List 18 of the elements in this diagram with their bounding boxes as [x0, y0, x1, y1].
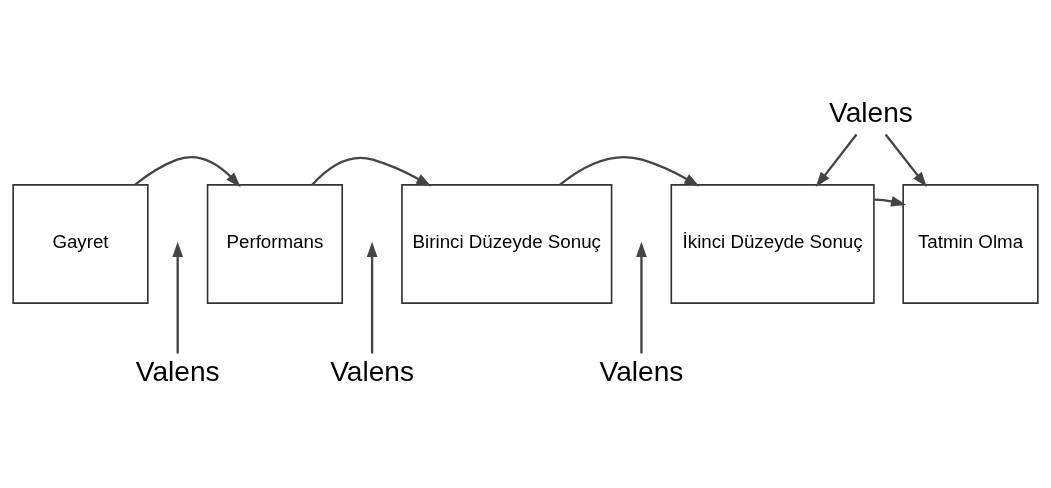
node-text: Valens — [330, 355, 414, 387]
node-box: Performans — [206, 184, 344, 304]
arrow — [172, 241, 183, 354]
node-box: Gayret — [12, 184, 149, 304]
node-text: Valens — [599, 355, 684, 387]
arrow — [366, 241, 378, 354]
arrow — [311, 156, 432, 187]
arrow — [559, 156, 700, 187]
arrow — [874, 196, 907, 207]
node-text: Valens — [829, 96, 913, 128]
arrow — [636, 241, 647, 354]
arrow — [815, 133, 858, 188]
node-box: İkinci Düzeyde Sonuç — [670, 184, 875, 304]
node-box: Birinci Düzeyde Sonuç — [401, 184, 613, 304]
arrow — [134, 156, 241, 188]
node-box: Tatmin Olma — [902, 184, 1039, 304]
node-text: Valens — [135, 355, 220, 387]
arrow — [884, 133, 927, 188]
